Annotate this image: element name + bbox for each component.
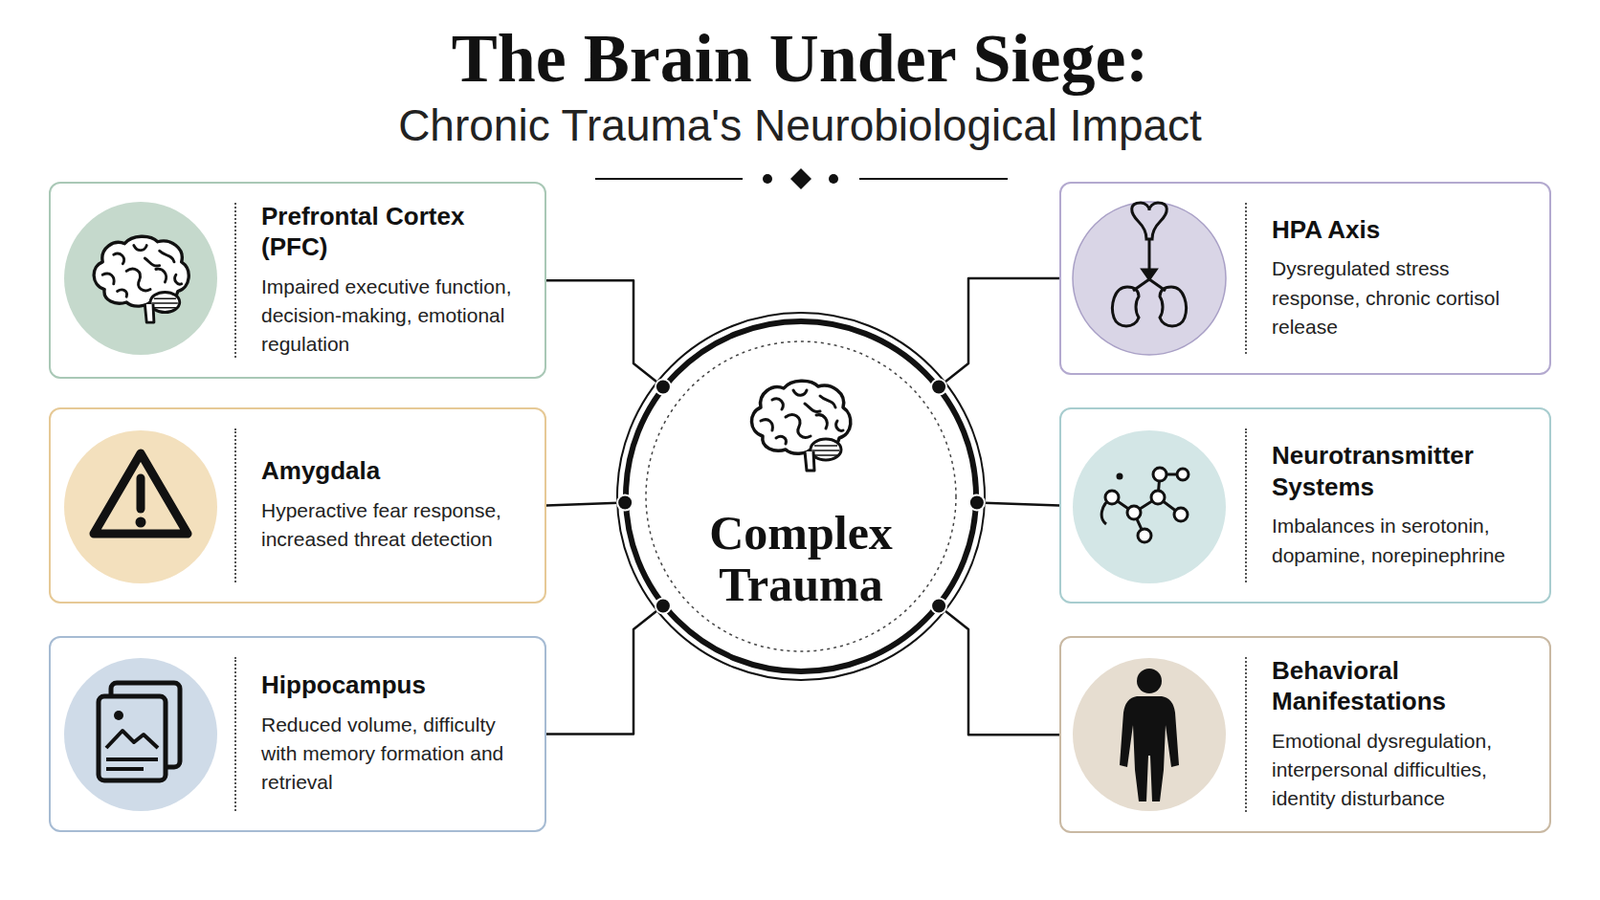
card-body: Dysregulated stress response, chronic co…: [1271, 254, 1540, 342]
card-heading: Neurotransmitter Systems: [1271, 440, 1540, 503]
photo-stack-icon: [98, 683, 180, 781]
card-heading: Behavioral Manifestations: [1271, 655, 1540, 718]
dotted-divider: [1244, 428, 1247, 583]
text-group: Neurotransmitter SystemsImbalances in se…: [1271, 440, 1540, 571]
info-card: AmygdalaHyperactive fear response, incre…: [48, 407, 547, 604]
center-label: Complex Trauma: [657, 507, 945, 611]
info-card: Prefrontal Cortex (PFC) Impaired executiv…: [48, 181, 547, 379]
card-body: Hyperactive fear response, increased thr…: [261, 496, 535, 556]
subtitle: Chronic Trauma's Neurobiological Impact: [0, 99, 1600, 153]
info-card: HippocampusReduced volume, difficulty wi…: [48, 636, 547, 833]
title: The Brain Under Siege:: [0, 21, 1600, 97]
card-heading: Amygdala: [261, 455, 535, 488]
card-heading: Hippocampus: [261, 669, 535, 702]
connector-dot: [655, 379, 671, 396]
info-card: Behavioral ManifestationsEmotional dysre…: [1059, 636, 1552, 834]
text-group: Behavioral ManifestationsEmotional dysre…: [1271, 655, 1540, 815]
hpa-icon: [1112, 202, 1187, 327]
connector-dot: [969, 494, 985, 511]
person-icon: [1119, 668, 1179, 802]
connector-line: [546, 605, 664, 734]
connector-line: [546, 503, 625, 507]
dotted-divider: [234, 428, 237, 583]
icon-circles: [64, 201, 1226, 812]
card-body: Impaired executive function, decision-ma…: [261, 272, 535, 360]
center-rings: [617, 312, 985, 681]
connector-dot: [617, 495, 633, 512]
connector-line: [938, 278, 1060, 388]
text-group: AmygdalaHyperactive fear response, incre…: [261, 455, 535, 555]
connector-line: [546, 280, 664, 387]
center-brain-icon: [751, 380, 850, 471]
card-body: Emotional dysregulation, interpersonal d…: [1271, 727, 1540, 815]
text-group: HippocampusReduced volume, difficulty wi…: [261, 669, 535, 799]
text-group: HPA AxisDysregulated stress response, ch…: [1271, 214, 1540, 343]
info-card: HPA AxisDysregulated stress response, ch…: [1059, 181, 1552, 376]
warning-icon: [93, 453, 188, 534]
title-divider: [595, 168, 1008, 190]
dotted-divider: [1244, 202, 1247, 355]
brain-icon: [93, 236, 189, 323]
dotted-divider: [234, 657, 237, 812]
molecule-icon: [1101, 467, 1189, 543]
connector-dot: [931, 379, 947, 396]
card-heading: Prefrontal Cortex (PFC): [261, 200, 535, 264]
dotted-divider: [1244, 657, 1247, 813]
connector-line: [977, 502, 1060, 506]
text-group: Prefrontal Cortex (PFC) Impaired executiv…: [261, 200, 535, 360]
dotted-divider: [234, 202, 237, 358]
card-body: Imbalances in serotonin, dopamine, norep…: [1271, 511, 1540, 571]
card-body: Reduced volume, difficulty with memory f…: [261, 711, 535, 799]
info-card: Neurotransmitter SystemsImbalances in se…: [1059, 407, 1552, 604]
center-circle: Complex Trauma: [617, 312, 985, 681]
card-heading: HPA Axis: [1271, 214, 1540, 246]
text-group: Complex Trauma: [657, 507, 945, 611]
connector-dot: [931, 598, 947, 614]
connector-dot: [655, 598, 671, 614]
connector-line: [938, 605, 1060, 735]
